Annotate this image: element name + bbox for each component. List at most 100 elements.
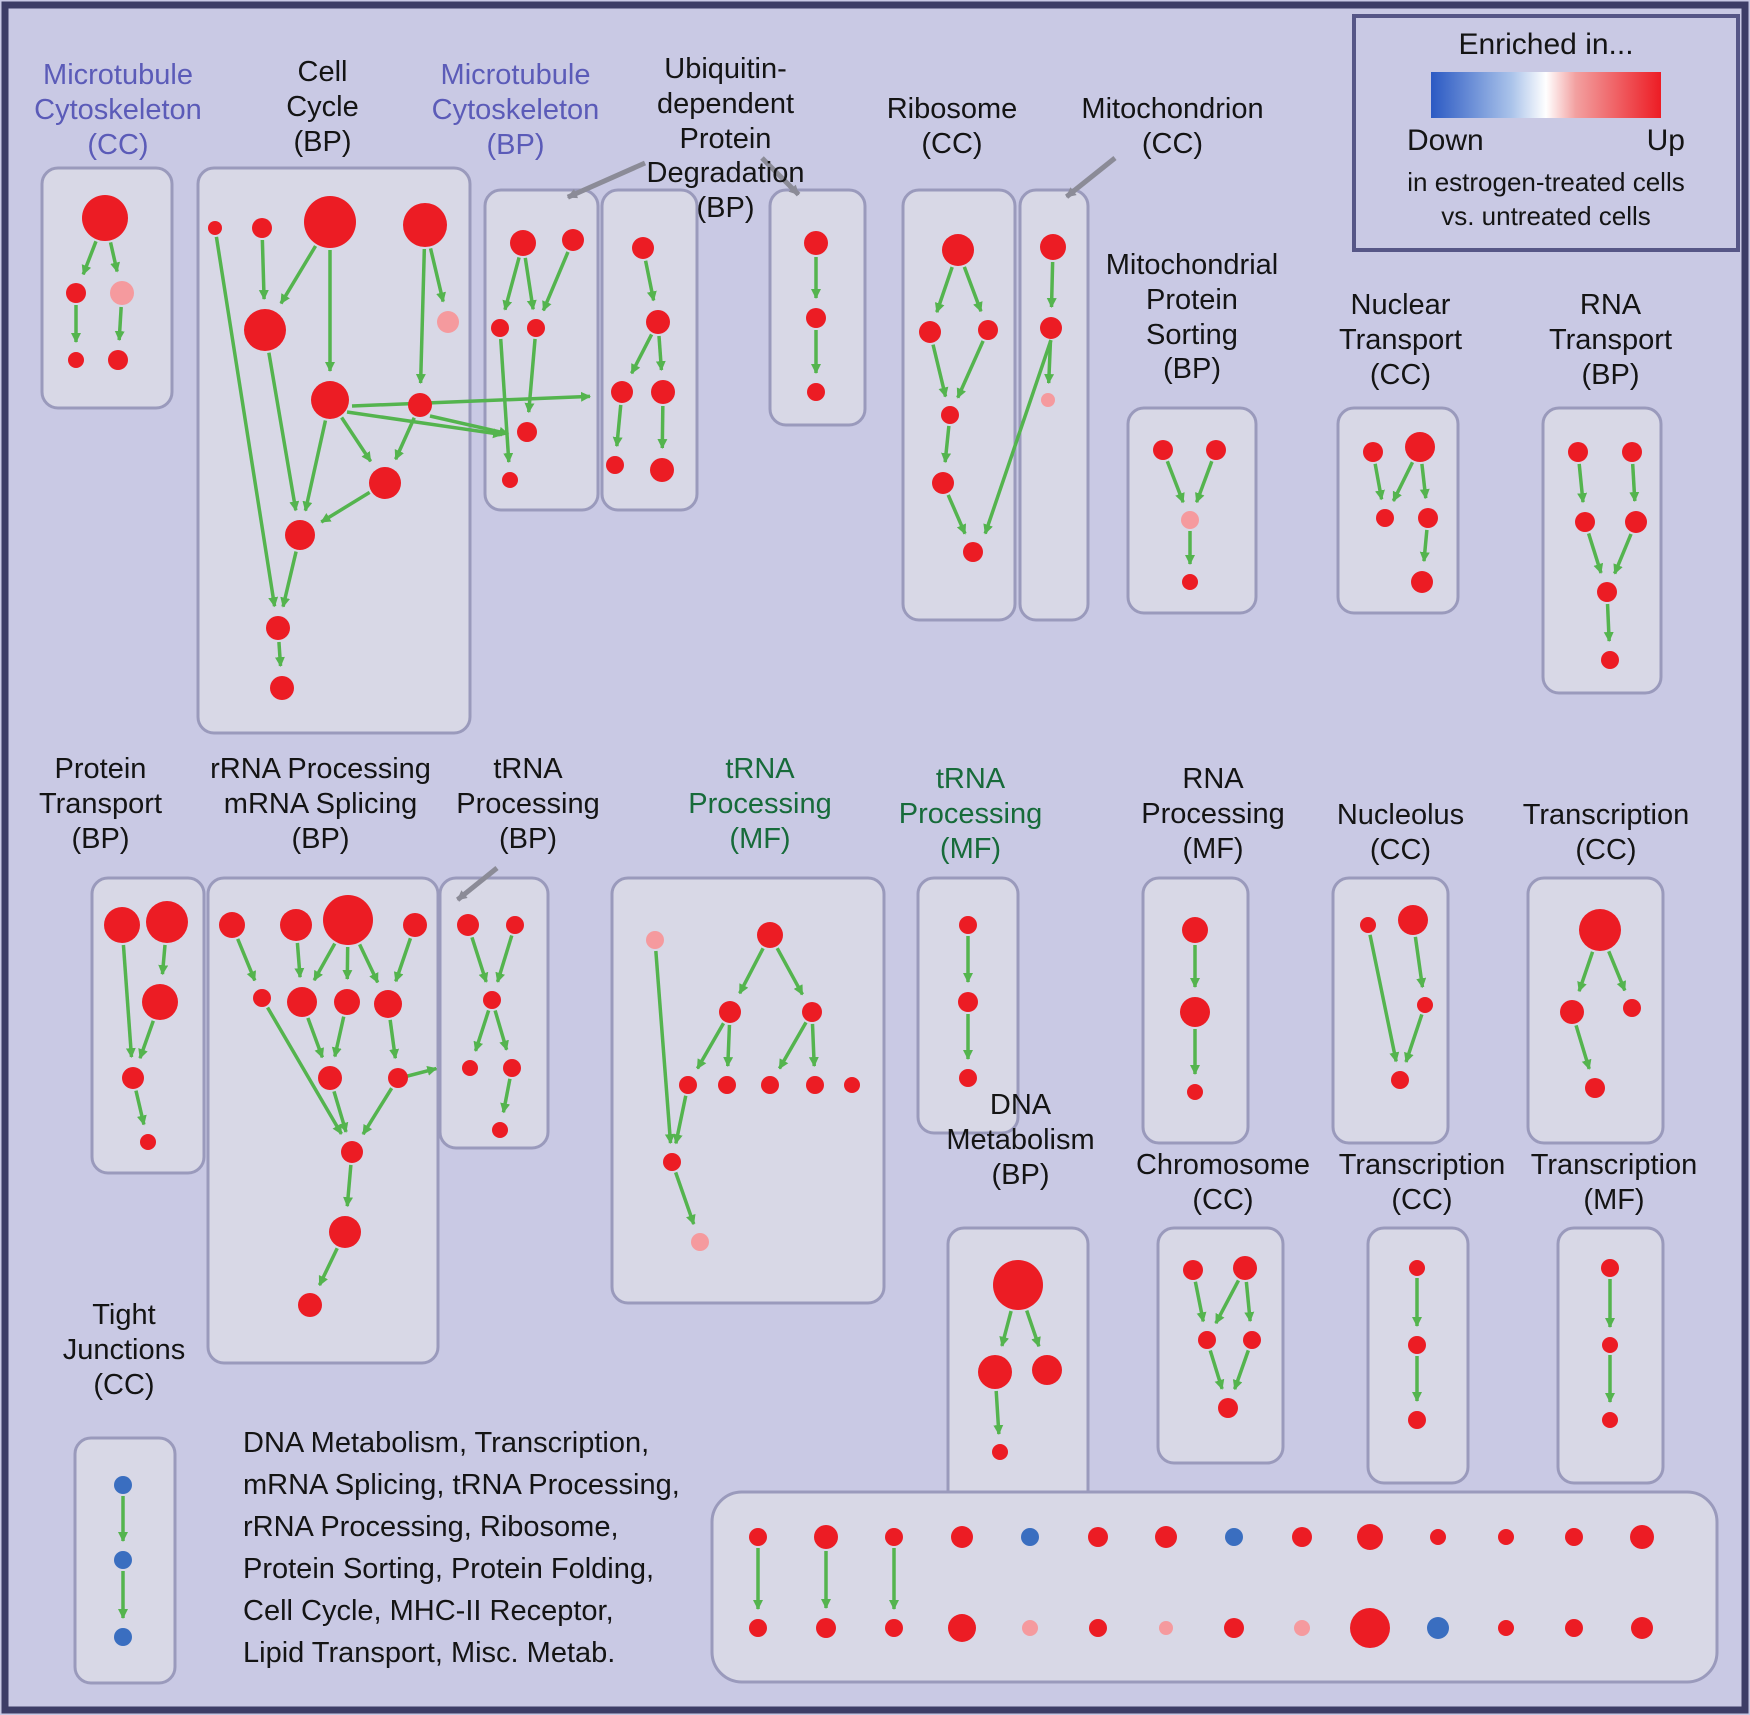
edge-ubiq_a [630, 333, 654, 375]
node-rna_transport-1 [1622, 442, 1642, 462]
node-misc-2 [814, 1525, 838, 1549]
edge-rrna_mrna [236, 938, 257, 982]
node-nucleolus-1 [1398, 905, 1428, 935]
node-dna_metab-1 [978, 1355, 1012, 1389]
edge-cell_cycle [320, 490, 371, 524]
node-rrna_mrna-3 [403, 913, 427, 937]
node-misc-16 [1292, 1527, 1312, 1547]
edge-trna_mf_1 [673, 1171, 696, 1226]
node-trna_mf_1-7 [806, 1076, 824, 1094]
edge-ribosome [931, 344, 949, 398]
node-nuc_transport-4 [1411, 571, 1433, 593]
edge-nuc_transport [1419, 463, 1430, 500]
node-trna_mf_1-6 [761, 1076, 779, 1094]
edge-dna_metab [1025, 1309, 1041, 1348]
node-rna_transport-0 [1568, 442, 1588, 462]
edge-cell_cycle [280, 551, 298, 608]
node-trna_mf_2-1 [958, 992, 978, 1012]
node-rna_transport-3 [1625, 511, 1647, 533]
edge-cell_cycle [214, 236, 279, 608]
edge-cell_cycle [340, 416, 373, 463]
node-cell_cycle-11 [270, 676, 294, 700]
node-dna_metab-0 [993, 1260, 1043, 1310]
annotation-arrow [1065, 156, 1117, 199]
edge-rrna_mrna [388, 1019, 400, 1060]
cluster-box-rna_transport [1541, 406, 1663, 695]
edge-rna_transport [1613, 533, 1633, 575]
node-misc-18 [1357, 1524, 1383, 1550]
cross-cluster-edge [346, 410, 504, 439]
node-misc-26 [1630, 1525, 1654, 1549]
cluster-box-ubiq_a [600, 188, 699, 512]
edge-rrna_mrna [312, 942, 337, 982]
node-nuc_transport-0 [1363, 442, 1383, 462]
node-mitochondrion-0 [1040, 234, 1066, 260]
node-rrna_mrna-0 [219, 912, 245, 938]
node-misc-6 [951, 1526, 973, 1548]
cross-cluster-edge [983, 339, 1053, 535]
node-rna_transport-5 [1601, 651, 1619, 669]
node-rna_proc_mf-0 [1182, 917, 1208, 943]
node-mps-0 [1153, 440, 1173, 460]
edge-chromosome [1208, 1349, 1225, 1390]
node-mt_bp-0 [510, 230, 536, 256]
cluster-box-cell_cycle [196, 166, 472, 735]
node-mt_cc-1 [66, 283, 86, 303]
node-rna_transport-4 [1597, 582, 1617, 602]
cluster-box-mt_bp [483, 188, 600, 512]
node-cell_cycle-3 [403, 203, 447, 247]
edge-trna_bp [493, 1010, 509, 1051]
nodes-layer [66, 195, 1654, 1648]
edge-rna_transport [1586, 532, 1604, 574]
edge-rna_transport [1629, 463, 1640, 503]
edge-nucleolus [1404, 1013, 1424, 1063]
node-transcription_mf-1 [1602, 1337, 1618, 1353]
edge-chromosome [1232, 1349, 1250, 1391]
node-misc-4 [885, 1528, 903, 1546]
edge-mt_bp [541, 251, 570, 312]
edge-nuc_transport [1373, 463, 1385, 501]
node-trna_bp-3 [462, 1060, 478, 1076]
node-mitochondrion-1 [1040, 317, 1062, 339]
node-transcription_cc_1-1 [1560, 1000, 1584, 1024]
edge-rna_transport [1577, 463, 1588, 504]
node-transcription_cc_2-0 [1409, 1260, 1425, 1276]
node-nucleolus-2 [1417, 997, 1433, 1013]
edge-nucleolus [1368, 934, 1400, 1063]
node-misc-1 [749, 1619, 767, 1637]
legend-down-label: Down [1407, 124, 1484, 157]
node-misc-15 [1224, 1618, 1244, 1638]
edge-rna_transport [1603, 603, 1614, 643]
node-protein_transport-0 [104, 907, 140, 943]
node-ubiq_a-5 [650, 458, 674, 482]
cluster-box-transcription_cc_2 [1366, 1226, 1470, 1485]
edge-ribosome [941, 425, 952, 464]
node-chromosome-0 [1183, 1260, 1203, 1280]
edge-trna_mf_1 [808, 1023, 819, 1068]
edge-cell_cycle [267, 352, 300, 512]
node-protein_transport-3 [122, 1067, 144, 1089]
edge-ribosome [956, 340, 985, 399]
edge-rrna_mrna [306, 1017, 325, 1059]
edge-nuc_transport [1391, 461, 1415, 502]
node-trna_mf_1-5 [718, 1076, 736, 1094]
legend-up-label: Up [1646, 124, 1685, 157]
legend: Enriched in... Down Up in estrogen-treat… [1352, 14, 1740, 252]
edge-trna_bp [470, 936, 489, 983]
edge-transcription_cc_1 [1574, 1024, 1592, 1070]
edge-ubiq_a [657, 405, 668, 450]
node-mt_bp-5 [502, 472, 518, 488]
edge-rrna_mrna [393, 937, 413, 983]
annotation-arrow [760, 156, 801, 197]
node-cell_cycle-7 [408, 393, 432, 417]
node-transcription_cc_1-0 [1579, 909, 1621, 951]
edge-protein_transport [158, 944, 169, 976]
edge-mt_cc [81, 240, 98, 276]
cluster-box-ubiq_b [768, 188, 867, 427]
node-nuc_transport-1 [1405, 432, 1435, 462]
node-misc-22 [1498, 1529, 1514, 1545]
node-misc-20 [1430, 1529, 1446, 1545]
node-misc-9 [1022, 1620, 1038, 1636]
edge-rrna_mrna [331, 1016, 346, 1058]
legend-gradient-bar [1431, 72, 1661, 118]
